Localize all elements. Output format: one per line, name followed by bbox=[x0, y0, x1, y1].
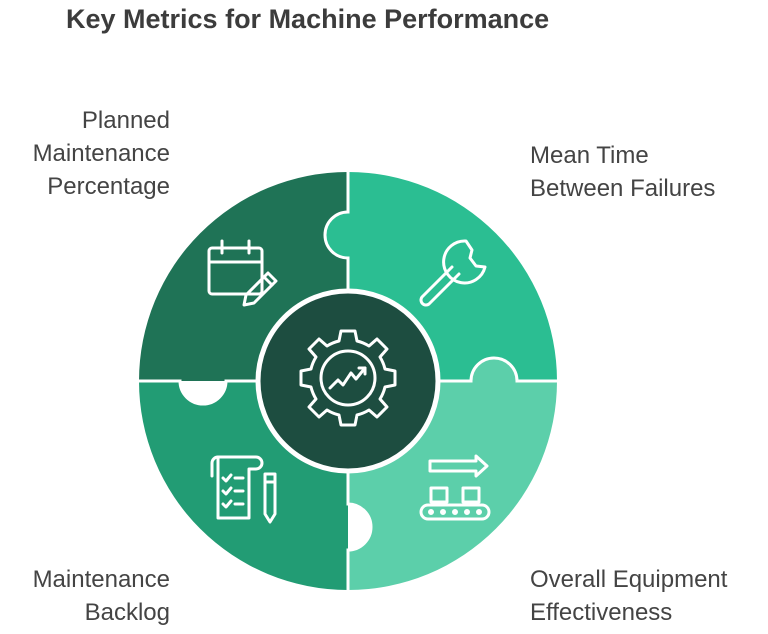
label-line: Planned bbox=[81, 107, 170, 134]
label-planned-maintenance-percentage: Planned Maintenance Percentage bbox=[33, 104, 170, 203]
conveyor-icon bbox=[419, 454, 491, 521]
label-line: Maintenance bbox=[32, 566, 170, 593]
label-line: Effectiveness bbox=[530, 599, 673, 626]
gear-chart-icon bbox=[299, 329, 397, 427]
page-title: Key Metrics for Machine Performance bbox=[66, 4, 550, 34]
checklist-icon bbox=[210, 455, 277, 524]
label-overall-equipment-effectiveness: Overall Equipment Effectiveness bbox=[530, 563, 727, 629]
label-line: Overall Equipment bbox=[530, 566, 728, 593]
label-maintenance-backlog: Maintenance Backlog bbox=[33, 563, 170, 629]
wrench-icon bbox=[419, 239, 487, 307]
label-line: Between Failures bbox=[530, 175, 716, 202]
label-mean-time-between-failures: Mean Time Between Failures bbox=[530, 139, 715, 205]
label-line: Mean Time bbox=[530, 142, 649, 169]
label-line: Backlog bbox=[84, 599, 170, 626]
label-line: Percentage bbox=[47, 173, 170, 200]
calendar-edit-icon bbox=[207, 239, 278, 307]
label-line: Maintenance bbox=[32, 140, 170, 167]
puzzle-seams bbox=[139, 172, 557, 590]
center-hub bbox=[255, 288, 441, 474]
